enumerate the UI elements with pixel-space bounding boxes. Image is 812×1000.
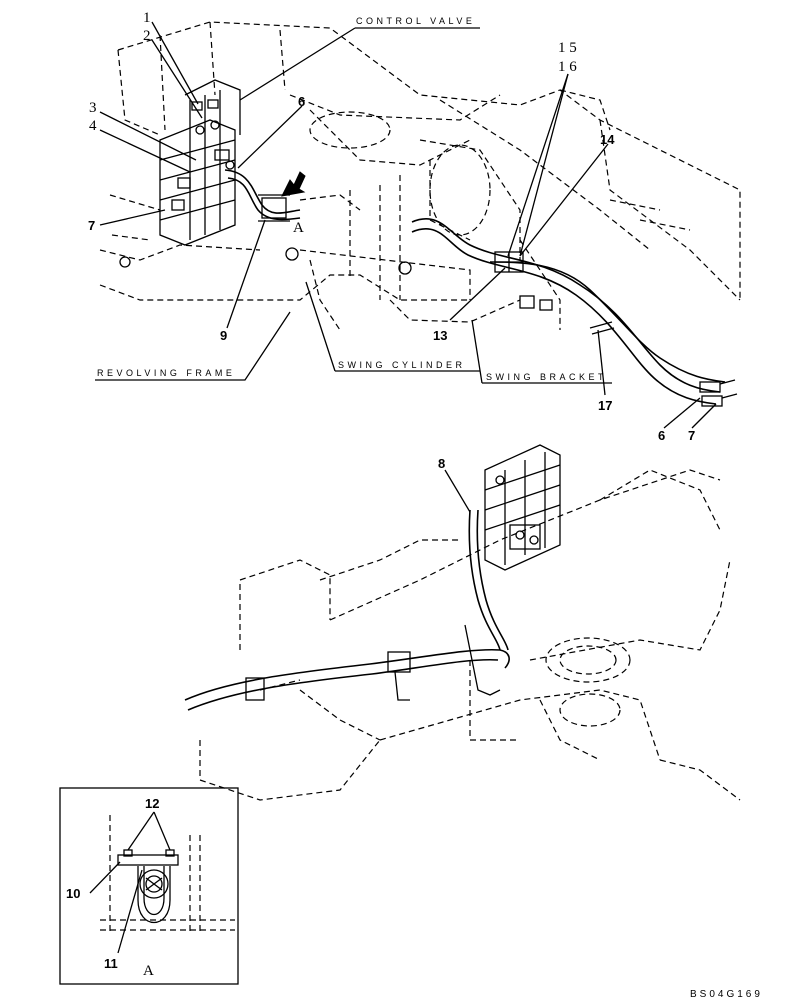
callout-10: 10 <box>66 886 80 901</box>
view-a-label: A <box>293 220 304 236</box>
swing-bracket-hoses <box>411 218 738 407</box>
callout-16: 1 6 <box>558 59 577 75</box>
control-valve-label: CONTROL VALVE <box>356 16 475 26</box>
callout-7-bottom: 7 <box>688 428 695 443</box>
callout-9: 9 <box>220 328 227 343</box>
control-valve-block <box>159 79 241 246</box>
callout-13: 13 <box>433 328 447 343</box>
inset-view-a-label: A <box>143 963 154 979</box>
callout-1: 1 <box>143 10 151 26</box>
callout-15: 1 5 <box>558 40 577 56</box>
callout-4: 4 <box>89 118 97 134</box>
callout-7-top: 7 <box>88 218 95 233</box>
callout-3: 3 <box>89 100 97 116</box>
top-assembly <box>99 21 741 407</box>
leader-lines <box>89 21 717 954</box>
revolving-frame-label: REVOLVING FRAME <box>97 368 235 378</box>
view-arrow-icon <box>281 171 306 197</box>
callout-2: 2 <box>143 28 151 44</box>
callout-17: 17 <box>598 398 612 413</box>
bottom-valve-block <box>484 444 561 571</box>
callout-11: 11 <box>104 956 118 971</box>
swing-cylinder-label: SWING CYLINDER <box>338 360 466 370</box>
callout-12: 12 <box>145 796 159 811</box>
callout-14: 14 <box>600 132 615 147</box>
bottom-assembly <box>184 444 741 801</box>
inset-view-a <box>59 787 239 985</box>
callout-6-top: 6 <box>298 94 305 109</box>
swing-bracket-label: SWING BRACKET <box>486 372 607 382</box>
callout-8: 8 <box>438 456 445 471</box>
callout-6-bottom: 6 <box>658 428 665 443</box>
drawing-code: BS04G169 <box>690 989 763 1000</box>
